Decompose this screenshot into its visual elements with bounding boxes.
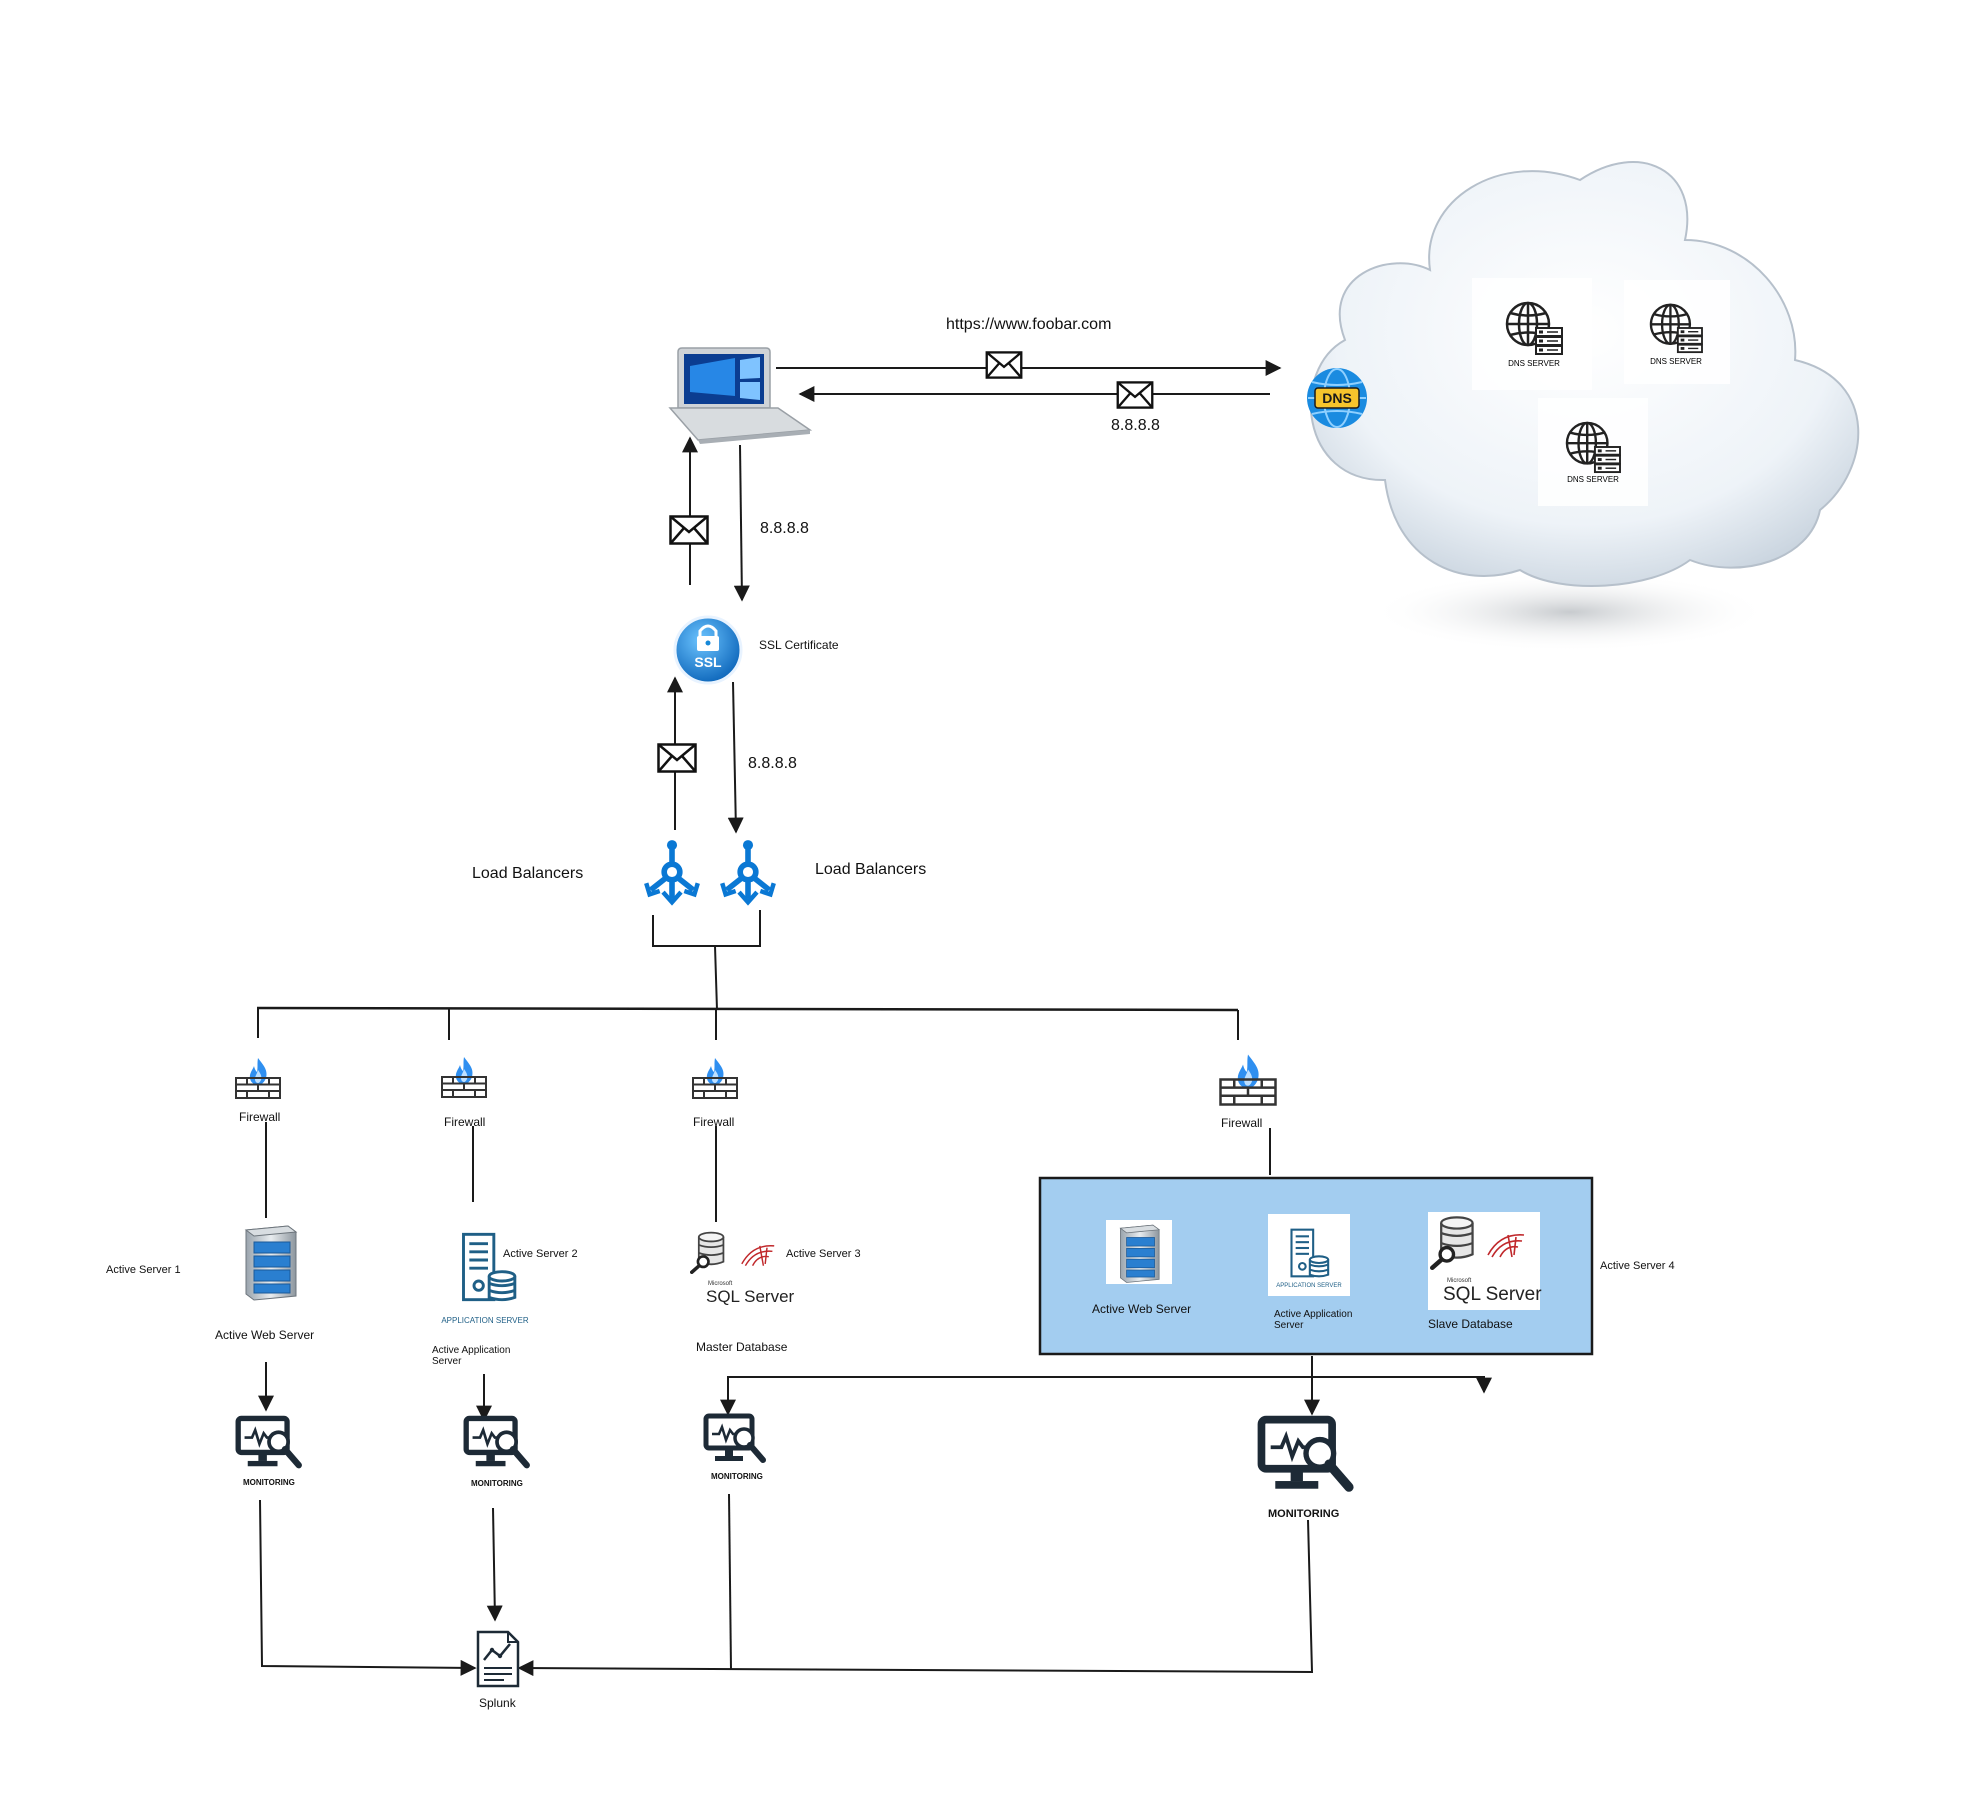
dns-server-3: DNS SERVER: [1538, 398, 1648, 506]
lb-trunk-line: [714, 945, 718, 1011]
firewall-label: Firewall: [1221, 1116, 1263, 1130]
monitoring-label: MONITORING: [243, 1478, 295, 1487]
firewall-icon: [441, 1056, 487, 1098]
ssl-to-lb-arrow: [727, 681, 744, 834]
replication-arrow: [727, 1376, 1492, 1394]
lb-join-line: [652, 910, 761, 947]
dns-server-label: DNS SERVER: [1508, 359, 1560, 368]
splunk-label: Splunk: [479, 1696, 516, 1710]
dns-cloud: DNS SERVER DNS SERVER DNS SERVER DNS: [1307, 161, 1860, 652]
server4-app-label: Active Application Server: [1274, 1309, 1353, 1331]
web-server-icon: [245, 1225, 297, 1301]
application-server-icon: APPLICATION SERVER: [420, 1202, 550, 1332]
firewall-icon: [1219, 1053, 1277, 1106]
server4-panel: APPLICATION SERVER Microsoft SQL Server: [1038, 1176, 1594, 1356]
load-balancers-label-right: Load Balancers: [815, 861, 927, 878]
dns-badge-text: DNS: [1322, 390, 1352, 406]
to-splunk-arrow: [259, 1499, 477, 1676]
app-server-caption: APPLICATION SERVER: [1276, 1283, 1342, 1289]
server3-title: Active Server 3: [786, 1248, 861, 1260]
dns-server-label: DNS SERVER: [1650, 357, 1702, 366]
ssl-response-label: 8.8.8.8: [760, 520, 809, 537]
server2-component: Active Application Server: [432, 1345, 511, 1367]
monitoring-icon: [466, 1418, 527, 1466]
url-label: https://www.foobar.com: [946, 316, 1112, 333]
dns-server-2: DNS SERVER: [1624, 280, 1730, 384]
monitoring-label: MONITORING: [471, 1479, 523, 1488]
sql-logo-text: SQL Server: [706, 1287, 795, 1306]
to-splunk-arrow: [517, 1519, 1314, 1677]
sql-server-logo-icon: Microsoft SQL Server: [690, 1230, 795, 1306]
monitoring-icon: [238, 1418, 299, 1466]
server4-db-label: Slave Database: [1428, 1317, 1513, 1331]
firewall-label: Firewall: [444, 1115, 486, 1129]
firewall-label: Firewall: [693, 1115, 735, 1129]
splunk-report-icon: [476, 1630, 520, 1688]
dns-server-1: DNS SERVER: [1472, 278, 1592, 390]
load-balancers-label-left: Load Balancers: [472, 865, 584, 882]
envelope-icon: [1116, 381, 1154, 409]
monitoring-icon: [1261, 1420, 1349, 1489]
monitoring-label: MONITORING: [1268, 1508, 1340, 1520]
cloud-shadow: [1370, 572, 1770, 652]
client-laptop-icon[interactable]: [668, 347, 813, 444]
monitoring-label: MONITORING: [711, 1472, 763, 1481]
dns-response-label: 8.8.8.8: [1111, 417, 1160, 434]
firewall-label: Firewall: [239, 1110, 281, 1124]
app-server-caption: APPLICATION SERVER: [441, 1316, 529, 1325]
dns-server-label: DNS SERVER: [1567, 475, 1619, 484]
ssl-certificate-icon: SSL: [673, 615, 743, 685]
to-splunk-arrow: [486, 1507, 503, 1622]
sql-logo-small: Microsoft: [1447, 1278, 1472, 1284]
server1-component: Active Web Server: [215, 1328, 315, 1342]
load-balancer-icon: [646, 840, 698, 902]
envelope-icon: [985, 351, 1023, 379]
envelope-icon: [657, 743, 697, 773]
server4-title: Active Server 4: [1600, 1260, 1675, 1272]
envelope-icon: [669, 515, 709, 545]
firewall-icon: [235, 1057, 281, 1099]
ssl-certificate-label: SSL Certificate: [759, 638, 839, 652]
sql-logo-small: Microsoft: [708, 1281, 733, 1287]
client-to-ssl-arrow: [733, 444, 750, 602]
lb-response-label: 8.8.8.8: [748, 755, 797, 772]
monitoring-icon: [706, 1416, 763, 1461]
web-server-icon: [1119, 1224, 1160, 1283]
server2-title: Active Server 2: [503, 1248, 578, 1260]
sql-server-logo-icon: Microsoft SQL Server: [1432, 1217, 1542, 1305]
sql-logo-text: SQL Server: [1443, 1284, 1542, 1305]
server3-component: Master Database: [696, 1340, 788, 1354]
to-splunk-line: [728, 1493, 732, 1671]
server1-title: Active Server 1: [106, 1264, 181, 1276]
distribution-bus: [256, 1006, 1239, 1012]
dns-globe-icon: DNS: [1307, 368, 1367, 428]
ssl-badge-text: SSL: [694, 654, 722, 670]
load-balancer-icon: [722, 840, 774, 902]
firewall-icon: [692, 1057, 738, 1099]
server4-web-label: Active Web Server: [1092, 1302, 1192, 1316]
